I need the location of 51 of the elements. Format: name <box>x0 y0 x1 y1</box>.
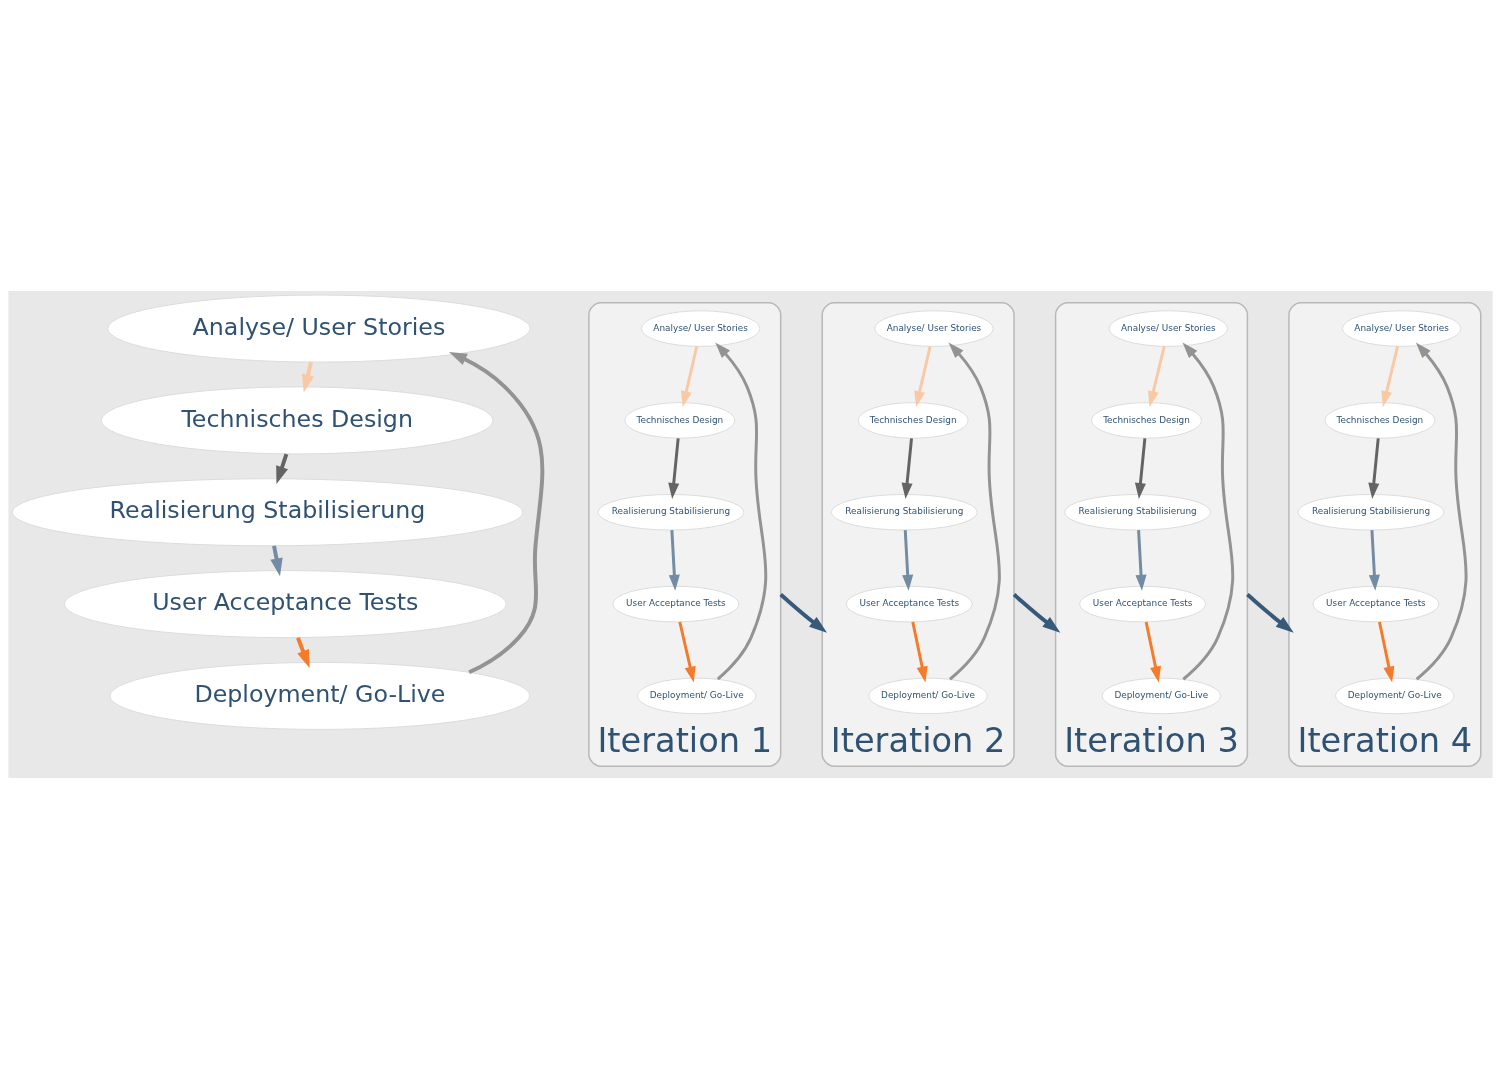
node-ellipse: User Acceptance Tests <box>1312 585 1440 622</box>
arrow <box>1012 592 1061 633</box>
arrow <box>1147 345 1166 407</box>
arrow <box>1415 342 1468 680</box>
arrow <box>668 437 680 499</box>
arrow <box>902 529 914 591</box>
node-ellipse: Analyse/ User Stories <box>874 309 994 347</box>
node-ellipse: Technisches Design <box>857 401 969 439</box>
arrow <box>914 345 932 407</box>
node-ellipse: Realisierung Stabilisierung <box>597 493 745 531</box>
arrow <box>911 621 928 682</box>
node-ellipse: Deployment/ Go-Live <box>636 677 757 714</box>
arrow <box>715 342 768 680</box>
arrow <box>1134 437 1147 499</box>
node-ellipse: Deployment/ Go-Live <box>1334 677 1455 714</box>
node-ellipse: Technisches Design <box>100 385 494 454</box>
node-ellipse: Realisierung Stabilisierung <box>1297 493 1445 531</box>
arrow <box>1135 529 1147 591</box>
node-ellipse: Realisierung Stabilisierung <box>11 477 524 546</box>
arrow <box>1246 592 1294 633</box>
arrow <box>1368 437 1380 499</box>
node-ellipse: Analyse/ User Stories <box>1341 309 1462 347</box>
node-ellipse: User Acceptance Tests <box>845 585 973 622</box>
arrow <box>901 437 913 499</box>
node-ellipse: Analyse/ User Stories <box>1108 309 1229 347</box>
node-ellipse: User Acceptance Tests <box>1079 585 1207 622</box>
arrow <box>296 636 310 668</box>
node-ellipse: Technisches Design <box>1324 401 1436 439</box>
arrow <box>779 592 827 633</box>
node-ellipse: Analyse/ User Stories <box>640 309 761 347</box>
node-ellipse: Realisierung Stabilisierung <box>830 493 978 531</box>
arrow <box>1368 529 1380 591</box>
arrow <box>668 529 680 591</box>
node-ellipse: Realisierung Stabilisierung <box>1064 493 1212 531</box>
arrow <box>449 351 545 674</box>
arrow <box>1378 621 1395 682</box>
node-ellipse: User Acceptance Tests <box>63 569 507 638</box>
node-ellipse: Technisches Design <box>624 401 736 439</box>
arrow <box>678 621 696 682</box>
node-ellipse: User Acceptance Tests <box>612 585 740 622</box>
arrow <box>270 545 283 576</box>
arrow <box>680 345 699 407</box>
node-ellipse: Deployment/ Go-Live <box>868 677 988 714</box>
arrow <box>301 361 314 392</box>
node-ellipse: Technisches Design <box>1091 401 1203 439</box>
node-ellipse: Deployment/ Go-Live <box>109 661 531 730</box>
arrow <box>948 342 1001 680</box>
arrow <box>1381 345 1399 407</box>
arrow <box>1144 621 1161 682</box>
arrow <box>1182 342 1235 680</box>
node-ellipse: Deployment/ Go-Live <box>1101 677 1222 714</box>
